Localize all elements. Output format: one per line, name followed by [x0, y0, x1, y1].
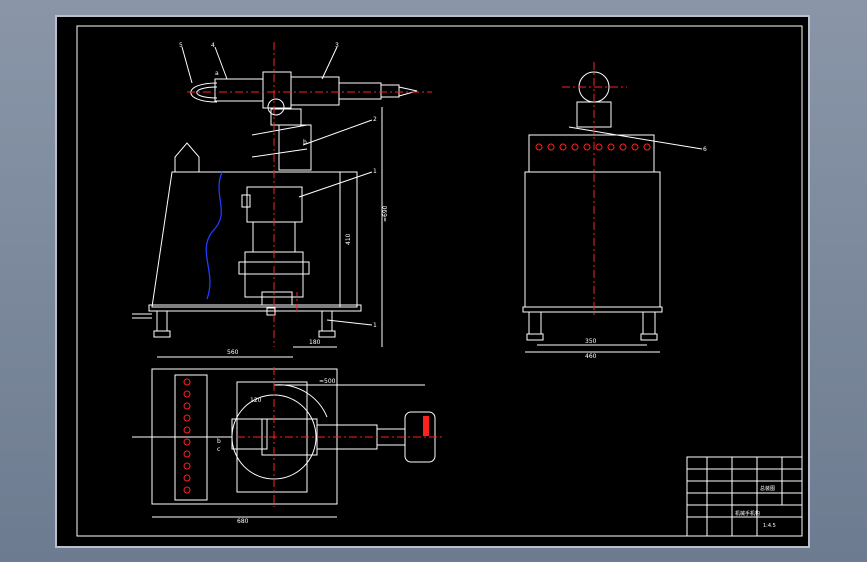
dim-top-radius: ≈500: [319, 378, 336, 385]
callout-6: 6: [703, 146, 707, 153]
title-label-3: 1:4.5: [763, 523, 776, 529]
leader-4: [214, 46, 228, 80]
side-foot-right-pad: [640, 333, 658, 341]
side-view: [522, 71, 703, 353]
leader-5: [181, 46, 193, 84]
foot-right: [321, 310, 333, 332]
top-joint: [231, 418, 268, 450]
side-center-lines: [562, 62, 627, 317]
letter-b: b: [217, 438, 221, 445]
title-block: [686, 456, 803, 537]
side-top-box: [528, 134, 655, 173]
top-view: [132, 368, 436, 518]
hose-loop-inner: [196, 86, 218, 99]
side-base: [522, 306, 663, 313]
dim-side-outer: 460: [585, 353, 597, 360]
top-arc: [273, 384, 328, 418]
leader-1b: [326, 319, 373, 326]
base-plate: [148, 304, 362, 312]
top-center-lines: [237, 367, 442, 507]
callout-2: 2: [373, 116, 377, 123]
arm-tip: [380, 84, 400, 98]
cad-drawing: 5 4 3 2 1 1 6 a b c b 560 180 410 ≈690 3…: [76, 25, 803, 537]
callout-1: 1: [373, 168, 377, 175]
foot-left-pad: [153, 330, 171, 338]
inner-border: [76, 25, 803, 537]
motor-spring-a: [251, 124, 308, 136]
leader-2: [302, 119, 373, 146]
column-base: [261, 291, 293, 306]
side-foot-left: [528, 311, 542, 335]
wire-path: [205, 171, 223, 300]
wrist-circle: [267, 98, 285, 116]
callout-4: 4: [211, 42, 215, 49]
foot-right-pad: [318, 330, 336, 338]
callout-1b: 1: [373, 322, 377, 329]
side-hole-row: [535, 143, 651, 151]
dim-total-height: ≈690: [382, 205, 389, 222]
motor-body: [278, 124, 312, 171]
dim-top-angle: 120: [250, 397, 262, 404]
dim-front-height: 410: [345, 233, 352, 245]
arm-rear: [214, 78, 264, 102]
arm-sleeve: [262, 71, 292, 109]
top-gripper-mark: [423, 416, 429, 436]
drawing-sheet: 5 4 3 2 1 1 6 a b c b 560 180 410 ≈690 3…: [55, 15, 810, 548]
title-label-2: 总装图: [760, 485, 775, 492]
side-foot-left-pad: [526, 333, 544, 341]
callout-5: 5: [179, 42, 183, 49]
dim-front-width: 560: [227, 349, 239, 356]
callout-3: 3: [335, 42, 339, 49]
side-leader-6: [616, 134, 703, 150]
side-foot-right: [642, 311, 656, 335]
dim-side-inner: 350: [585, 338, 597, 345]
letter-a: a: [215, 70, 219, 77]
motor-spring-b: [251, 148, 308, 158]
leader-3: [321, 46, 338, 80]
hose: [132, 313, 152, 319]
side-cabinet: [524, 171, 661, 308]
top-hood: [174, 142, 200, 172]
front-center-lines: [187, 42, 432, 347]
dim-front-offset: 180: [309, 339, 321, 346]
title-label-1: 机械手机构: [735, 510, 760, 517]
leader-1: [298, 171, 373, 198]
top-hole-column: [183, 378, 191, 494]
cable-clip: [266, 307, 276, 316]
column-lug: [241, 194, 251, 208]
gripper: [398, 86, 418, 97]
letter-c: c: [217, 446, 220, 453]
dim-top-length: 680: [237, 518, 249, 525]
arm-tube: [338, 82, 382, 100]
side-spring: [568, 126, 618, 136]
wrist-joint: [270, 108, 302, 126]
title-block-frame: [686, 456, 803, 537]
foot-left: [156, 310, 168, 332]
letter-b2: b: [303, 139, 307, 146]
front-view: [132, 46, 418, 358]
cabinet-body: [151, 171, 358, 308]
arm-cylinder: [290, 76, 340, 106]
